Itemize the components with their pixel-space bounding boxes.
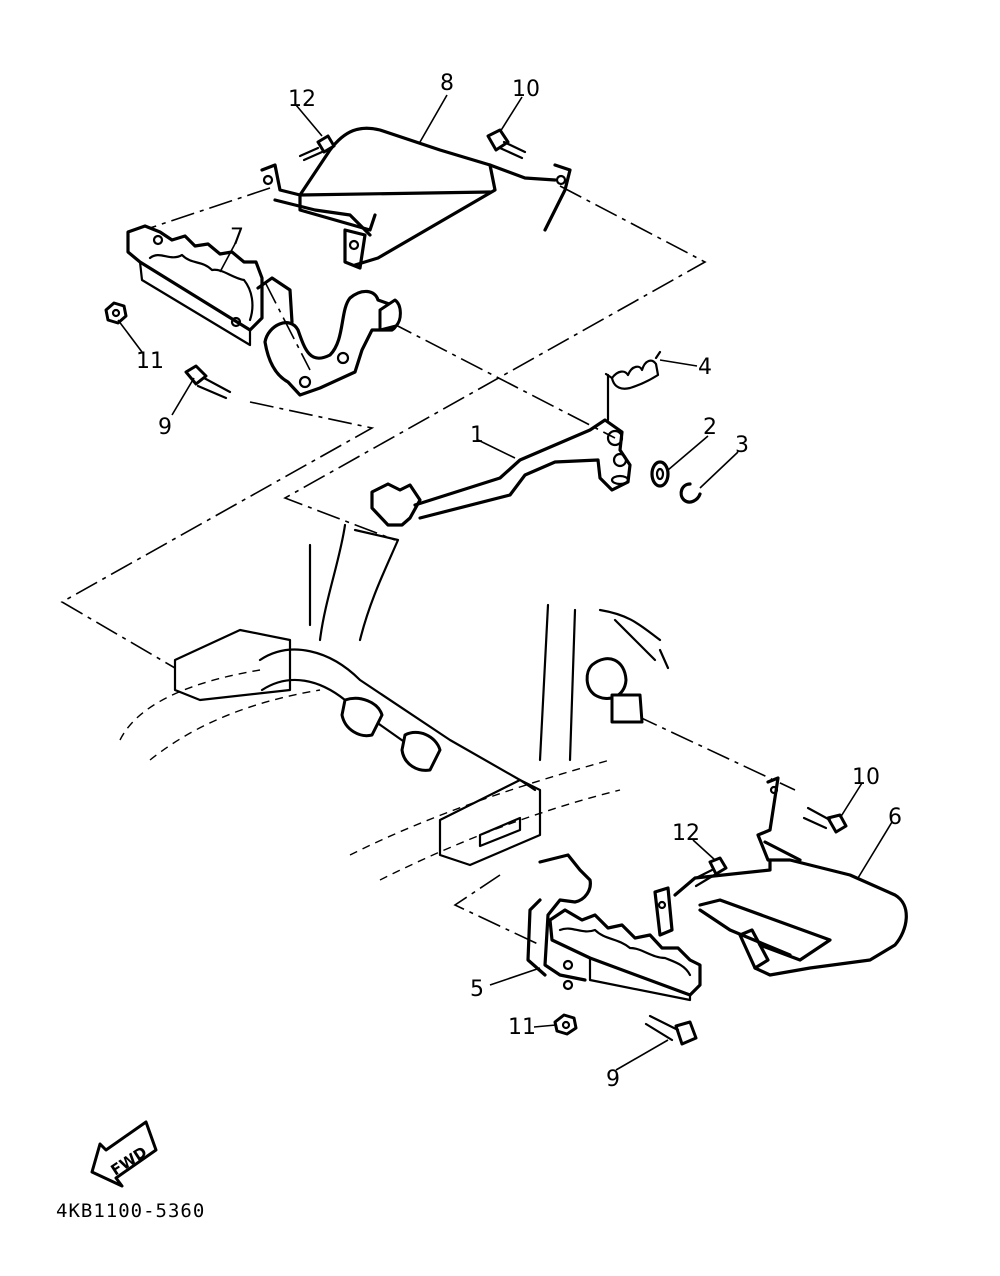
callout-1: 1	[470, 423, 484, 448]
callout-12-upper: 12	[288, 87, 316, 112]
part-4-spring	[604, 350, 662, 390]
callout-labels: 12 8 10 7 11 9 4 2 3 1 10 12 6 5 11 9	[136, 71, 902, 1092]
footpeg-bracket-upper	[263, 289, 402, 397]
nut-11-upper	[104, 301, 128, 325]
part-6-guard	[653, 776, 908, 977]
callout-5: 5	[470, 977, 484, 1002]
part-5-footpeg	[526, 853, 702, 1002]
part-8-guard	[260, 126, 572, 270]
bolt-10-upper	[486, 128, 527, 160]
part-1-brake-pedal	[370, 373, 632, 527]
leader-lines	[117, 94, 893, 1071]
callout-10-lower: 10	[852, 765, 880, 790]
callout-12-lower: 12	[672, 821, 700, 846]
callout-10-upper: 10	[512, 77, 540, 102]
frame-outline	[119, 523, 670, 881]
callout-3: 3	[735, 433, 749, 458]
bolt-12-lower	[690, 856, 728, 888]
callout-2: 2	[703, 415, 717, 440]
callout-7: 7	[230, 225, 244, 250]
callout-8: 8	[440, 71, 454, 96]
bolt-9-lower	[644, 1014, 698, 1046]
part-3-clip	[679, 482, 702, 504]
forward-direction-arrow: FWD	[90, 1120, 158, 1188]
bolt-12-upper	[298, 134, 336, 162]
callout-6: 6	[888, 805, 902, 830]
bolt-10-lower	[802, 806, 848, 834]
callout-9-lower: 9	[606, 1067, 620, 1092]
diagram-code: 4KB1100-5360	[56, 1200, 205, 1222]
callout-11-upper: 11	[136, 349, 164, 374]
callout-9-upper: 9	[158, 415, 172, 440]
part-7-footpeg	[126, 224, 294, 347]
nut-11-lower	[553, 1013, 578, 1036]
callout-4: 4	[698, 355, 712, 380]
assembly-reference-lines	[60, 185, 796, 946]
callout-11-lower: 11	[508, 1015, 536, 1040]
bolt-9-upper	[184, 364, 232, 400]
part-2-washer	[650, 460, 670, 488]
